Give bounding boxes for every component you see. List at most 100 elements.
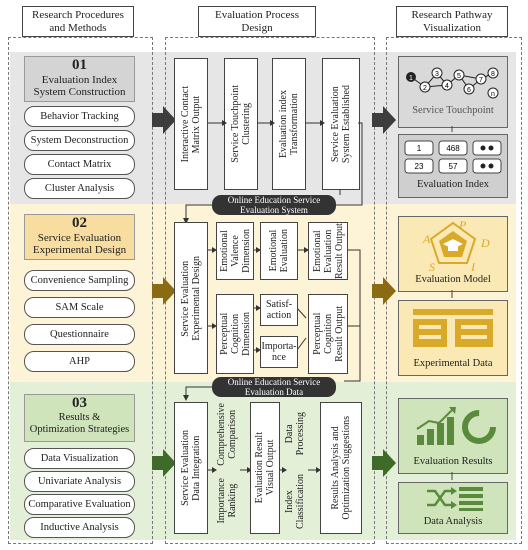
header-evaluation-process: Evaluation Process Design <box>198 6 316 37</box>
method-contact-matrix: Contact Matrix <box>24 154 135 175</box>
data-analysis-label: Data Analysis <box>423 516 483 527</box>
method-univariate-analysis: Univariate Analysis <box>24 471 135 492</box>
process-data-integration: Service Evaluation Data Integration <box>174 402 208 534</box>
process-emotional-result-output: Emotional Evaluation Result Output <box>308 222 348 280</box>
svg-text:3: 3 <box>435 71 439 78</box>
method-cluster-analysis: Cluster Analysis <box>24 178 135 199</box>
index-cell <box>472 140 502 156</box>
method-ahp: AHP <box>24 351 135 372</box>
model-letter: I <box>470 260 476 273</box>
process-results-analysis-suggestions: Results Analysis and Optimization Sugges… <box>320 402 362 534</box>
stage-1-title-box: 01 Evaluation Index System Construction <box>24 56 135 102</box>
arrow-stage-2-left <box>152 277 176 305</box>
graduation-cap-icon <box>443 239 463 251</box>
process-emotional-evaluation: Emotional Evaluation <box>260 222 298 280</box>
method-sam-scale: SAM Scale <box>24 297 135 318</box>
index-cell: 23 <box>404 158 434 174</box>
method-convenience-sampling: Convenience Sampling <box>24 270 135 291</box>
svg-text:7: 7 <box>479 77 483 84</box>
svg-text:n: n <box>491 91 495 98</box>
stage-1-title: Evaluation Index System Construction <box>33 74 126 98</box>
svg-text:468: 468 <box>446 144 460 153</box>
method-comparative-evaluation: Comparative Evaluation <box>24 494 135 515</box>
process-perceptual-result-output: Perceptual Cognition Result Output <box>308 294 348 374</box>
evaluation-model-pentagon: A P D S I <box>422 218 490 273</box>
header-research-pathway: Research Pathway Visualization <box>396 6 508 37</box>
touchpoint-node: 6 <box>463 83 475 95</box>
stage-3-title: Results & Optimization Strategies <box>29 412 130 435</box>
stage-3-number: 03 <box>72 395 87 411</box>
touchpoint-node: 3 <box>431 67 443 79</box>
evaluation-index-label: Evaluation Index <box>416 179 490 190</box>
method-behavior-tracking: Behavior Tracking <box>24 106 135 127</box>
arrow-stage-3-right <box>372 449 396 477</box>
touchpoint-label: Service Touchpoint <box>412 105 494 116</box>
svg-text:5: 5 <box>457 73 461 80</box>
label-online-education-evaluation-data: Online Education Service Evaluation Data <box>212 377 336 397</box>
touchpoint-node: 8 <box>487 67 499 79</box>
svg-text:2: 2 <box>423 85 427 92</box>
shuffle-icon <box>427 487 457 509</box>
experimental-data-graphic <box>413 309 493 347</box>
svg-text:4: 4 <box>445 83 449 90</box>
stage-2-title: Service Evaluation Experimental Design <box>32 232 127 256</box>
touchpoint-node: 5 <box>453 69 465 81</box>
touchpoint-node: 1 <box>406 72 416 82</box>
stage-1-number: 01 <box>72 57 87 73</box>
method-questionnaire: Questionnaire <box>24 324 135 345</box>
panel-evaluation-model: A P D S I Evaluation Model <box>398 216 508 292</box>
svg-text:6: 6 <box>467 87 471 94</box>
model-letter: S <box>429 260 435 273</box>
method-inductive-analysis: Inductive Analysis <box>24 517 135 538</box>
index-cell: 57 <box>438 158 468 174</box>
arrow-stage-2-right <box>372 277 396 305</box>
model-letter: A <box>422 232 431 246</box>
svg-text:1: 1 <box>409 75 413 82</box>
panel-service-touchpoint: 1 2 3 4 5 6 7 8 n Service Touchpoint <box>398 56 508 128</box>
index-cell <box>472 158 502 174</box>
svg-text:1: 1 <box>417 144 422 153</box>
touchpoint-node: 4 <box>441 79 453 91</box>
process-result-visual-output: Evaluation Result Visual Output <box>250 402 280 534</box>
svg-text:8: 8 <box>491 71 495 78</box>
model-letter: P <box>458 218 467 232</box>
svg-text:57: 57 <box>449 162 458 171</box>
method-data-visualization: Data Visualization <box>24 448 135 469</box>
index-cell: 468 <box>438 140 468 156</box>
arrow-stage-1-left <box>152 106 176 134</box>
evaluation-model-label: Evaluation Model <box>415 274 491 285</box>
process-satisfaction: Satisf- action <box>260 294 298 326</box>
evaluation-results-graphic <box>416 407 496 445</box>
experimental-data-label: Experimental Data <box>413 358 493 369</box>
process-contact-matrix-output: Interactive Contact Matrix Output <box>174 58 208 190</box>
evaluation-index-grid: 1 468 23 57 <box>404 140 502 174</box>
header-research-procedures: Research Procedures and Methods <box>22 6 134 37</box>
panel-evaluation-index: 1 468 23 57 Evaluation Index <box>398 134 508 198</box>
stage-2-title-box: 02 Service Evaluation Experimental Desig… <box>24 214 135 260</box>
arrow-stage-1-right <box>372 106 396 134</box>
process-experimental-design: Service Evaluation Experimental Design <box>174 222 208 374</box>
svg-text:23: 23 <box>415 162 424 171</box>
data-analysis-graphic <box>427 487 483 511</box>
panel-experimental-data: Experimental Data <box>398 300 508 376</box>
touchpoint-node: 7 <box>475 73 487 85</box>
process-perceptual-cognition-dimension: Perceptual Cognition Dimension <box>216 294 254 374</box>
touchpoint-node: n <box>487 87 499 99</box>
panel-data-analysis: Data Analysis <box>398 482 508 534</box>
label-online-education-evaluation-system: Online Education Service Evaluation Syst… <box>212 195 336 215</box>
stage-2-number: 02 <box>72 215 87 231</box>
touchpoint-network-graphic: 1 2 3 4 5 6 7 8 n <box>406 67 499 99</box>
process-emotional-valence-dimension: Emotional Valence Dimension <box>216 222 254 280</box>
arrow-stage-3-left <box>152 449 176 477</box>
touchpoint-node: 2 <box>419 81 431 93</box>
panel-evaluation-results: Evaluation Results <box>398 398 508 474</box>
evaluation-results-label: Evaluation Results <box>413 456 493 467</box>
index-cell: 1 <box>404 140 434 156</box>
stage-3-title-box: 03 Results & Optimization Strategies <box>24 394 135 442</box>
method-system-deconstruction: System Deconstruction <box>24 130 135 151</box>
model-letter: D <box>480 236 490 250</box>
process-importance: Importa- nce <box>260 336 298 368</box>
